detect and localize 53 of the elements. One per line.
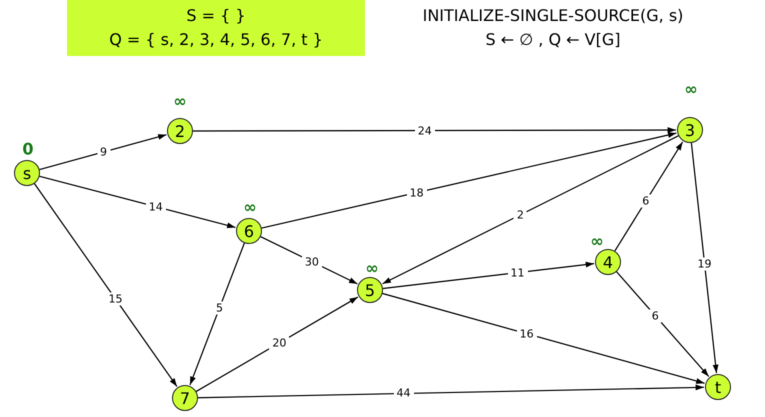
arrow [193, 127, 676, 133]
distance-label: 0 [22, 140, 34, 158]
vertex-circle [357, 277, 383, 303]
vertex-circle [167, 118, 193, 144]
vertex-circle [236, 218, 262, 244]
edge-label: 2 [514, 208, 527, 222]
arrow [382, 262, 594, 290]
arrow [382, 135, 679, 284]
pseudocode-line: INITIALIZE-SINGLE-SOURCE(G, s) [422, 6, 684, 25]
arrow [198, 384, 704, 398]
vertex-circle [705, 374, 731, 400]
vertex-circle [677, 117, 703, 143]
vertex-label: 5 [364, 280, 376, 300]
set-text: Q = { s, 2, 3, 4, 5, 6, 7, t } [109, 29, 323, 51]
edge-label: 16 [516, 327, 537, 340]
edge-label: 18 [406, 186, 427, 200]
arrow [262, 132, 676, 229]
vertex-label: s [22, 164, 32, 182]
arrow [39, 134, 167, 170]
vertex-label: 3 [684, 120, 696, 140]
distance-label: ∞ [684, 80, 698, 98]
vertex-label: 4 [602, 252, 614, 272]
vertex-label: 7 [180, 388, 190, 408]
edge-label: 14 [146, 200, 166, 214]
arrow [614, 142, 684, 252]
vertex-circle [14, 160, 40, 186]
pseudocode-line: S ← ∅ , Q ← V[G] [486, 30, 620, 49]
distance-label: ∞ [243, 198, 257, 216]
edge-label: 24 [414, 124, 435, 138]
distance-label: ∞ [590, 232, 604, 250]
arrow [39, 176, 236, 228]
set-panel [67, 0, 365, 56]
vertex-circle [595, 249, 621, 275]
edge-label: 9 [97, 146, 110, 158]
vertex-label: t [714, 378, 722, 396]
vertex-label: 2 [174, 122, 186, 140]
vertex-label: 6 [244, 222, 254, 240]
distance-label: ∞ [365, 258, 379, 278]
edge-label: 11 [508, 266, 528, 280]
distance-label: ∞ [173, 92, 187, 110]
edge-label: 20 [269, 336, 290, 350]
edge-label: 6 [639, 194, 652, 208]
set-text: S = { } [186, 5, 246, 27]
arrow [260, 236, 358, 284]
arrow [34, 183, 178, 387]
arrow [382, 292, 705, 384]
arrow [196, 296, 358, 392]
edge-label: 30 [302, 255, 322, 268]
arrow [690, 142, 718, 374]
arrow [616, 271, 710, 377]
edge-label: 6 [648, 309, 662, 322]
arrow [189, 242, 245, 386]
vertex-circle [172, 385, 198, 411]
